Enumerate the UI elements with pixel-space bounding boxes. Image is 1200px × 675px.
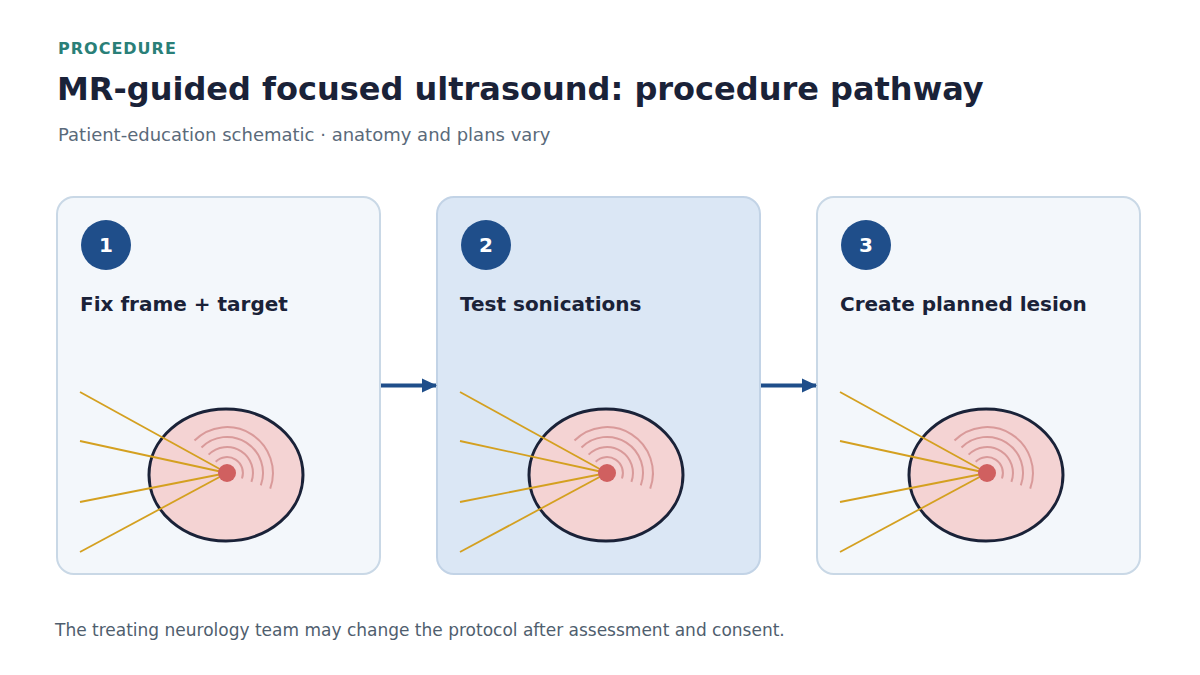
step-number: 2 (479, 235, 493, 255)
step-heading: Test sonications (460, 292, 641, 316)
step-number: 3 (859, 235, 873, 255)
flow-arrow (761, 384, 816, 388)
step-number-badge: 3 (841, 220, 891, 270)
step-number-badge: 2 (461, 220, 511, 270)
diagram-title: MR-guided focused ultrasound: procedure … (57, 70, 984, 108)
step-number: 1 (99, 235, 113, 255)
subtitle-caption: Patient-education schematic · anatomy an… (58, 124, 550, 145)
step-panel: Fix frame + target 1 (56, 196, 381, 575)
step-panel: Create planned lesion 3 (816, 196, 1141, 575)
step-panel: Test sonications 2 (436, 196, 761, 575)
section-eyebrow: PROCEDURE (58, 39, 177, 58)
flow-arrow (381, 384, 436, 388)
footer-note: The treating neurology team may change t… (55, 620, 785, 640)
step-number-badge: 1 (81, 220, 131, 270)
step-heading: Create planned lesion (840, 292, 1087, 316)
step-heading: Fix frame + target (80, 292, 288, 316)
